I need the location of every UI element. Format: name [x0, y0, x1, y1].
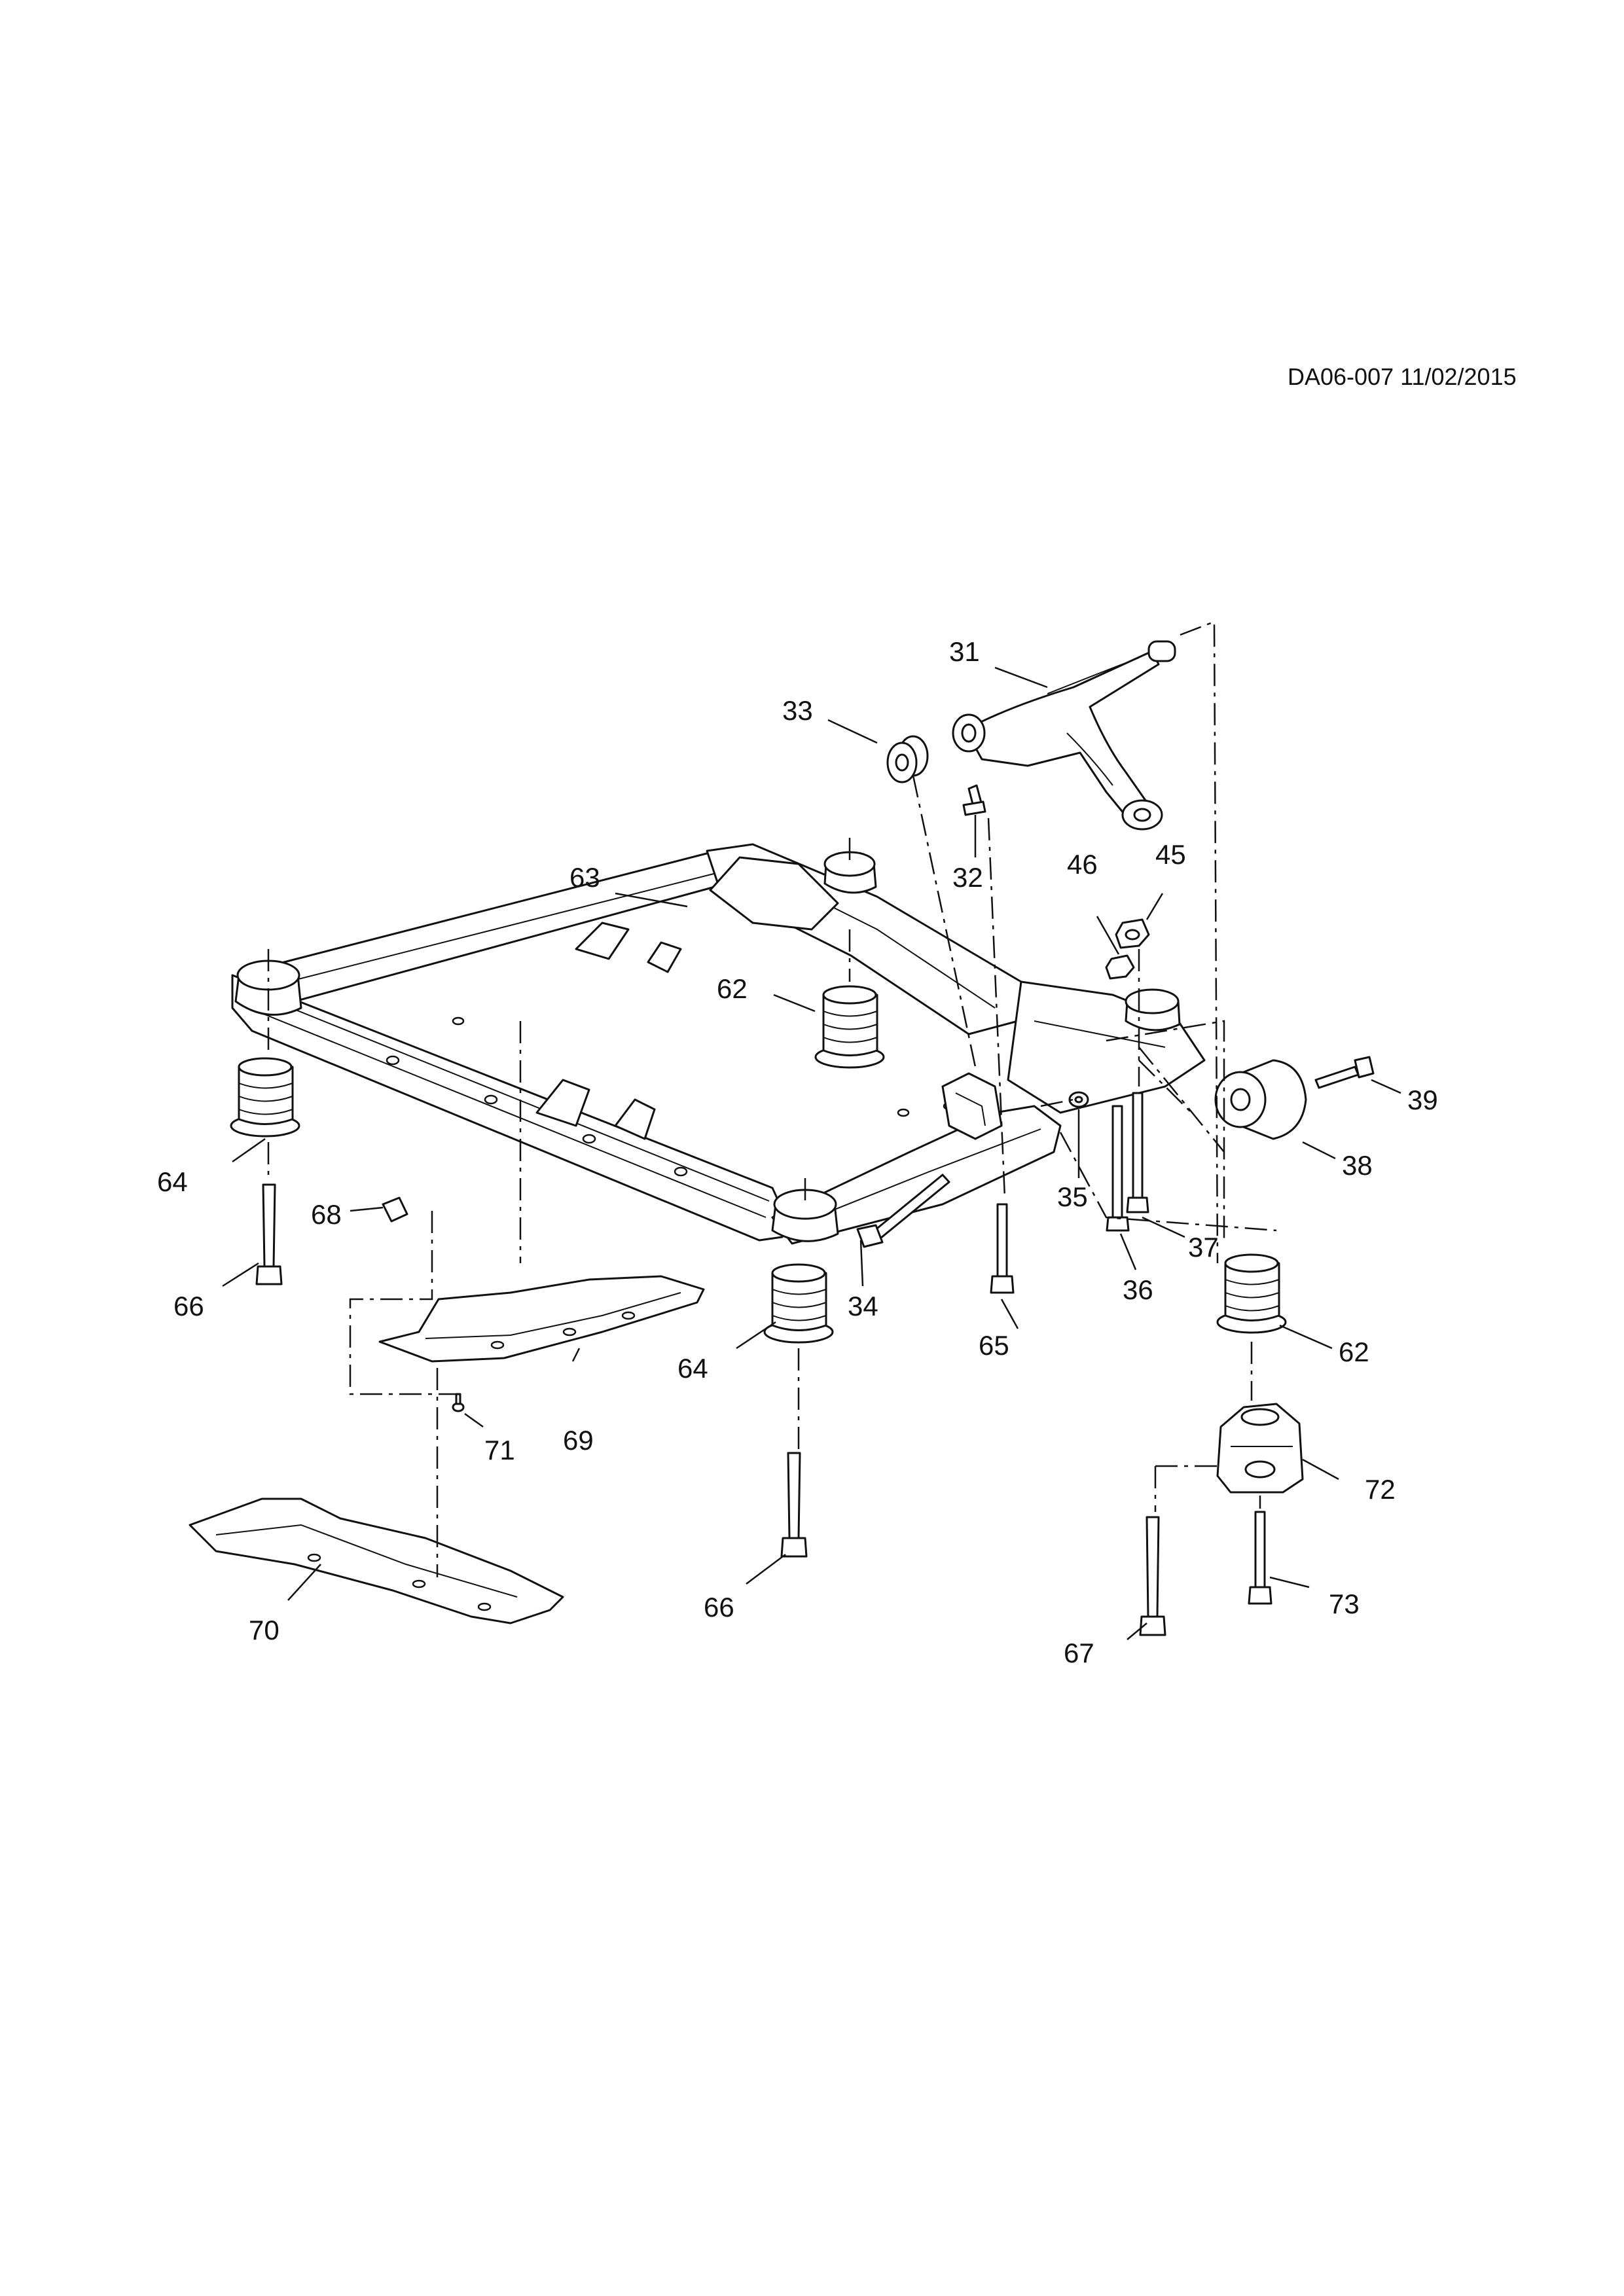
- callout-65: 65: [979, 1330, 1009, 1361]
- callout-66-center: 66: [704, 1592, 734, 1623]
- bushing-38: [1214, 1059, 1307, 1140]
- callout-38: 38: [1342, 1150, 1373, 1181]
- callout-35: 35: [1057, 1181, 1088, 1212]
- bolt-37: [1126, 1092, 1149, 1213]
- shield-70: [189, 1498, 564, 1624]
- callout-72: 72: [1365, 1474, 1396, 1505]
- callout-66-left: 66: [173, 1291, 204, 1321]
- shield-69: [378, 1275, 705, 1363]
- bolt-65: [990, 1203, 1015, 1294]
- mount-62-lower: [1216, 1253, 1287, 1334]
- callout-64-left: 64: [157, 1166, 188, 1197]
- bolt-66-left: [255, 1183, 283, 1285]
- alignment-lines: [267, 620, 1277, 1577]
- callout-37: 37: [1188, 1232, 1219, 1263]
- callout-70: 70: [249, 1615, 280, 1645]
- bolt-66-center: [780, 1452, 808, 1558]
- diagram-code-date: DA06-007 11/02/2015: [1288, 363, 1517, 390]
- callout-32: 32: [952, 862, 983, 893]
- callout-31: 31: [949, 636, 980, 667]
- callout-67: 67: [1064, 1638, 1094, 1668]
- callout-34: 34: [848, 1291, 878, 1321]
- callout-73: 73: [1329, 1588, 1360, 1619]
- callout-62-upper: 62: [717, 973, 748, 1004]
- mount-64-center: [763, 1263, 834, 1344]
- nut-45: [1115, 918, 1150, 949]
- bolt-67: [1139, 1516, 1166, 1636]
- nut-46: [1105, 954, 1135, 980]
- callout-45: 45: [1155, 839, 1186, 870]
- callout-33: 33: [782, 695, 813, 726]
- callout-64-center: 64: [677, 1353, 708, 1384]
- nut-35: [1068, 1091, 1089, 1108]
- clip-68: [382, 1196, 408, 1223]
- callout-36: 36: [1123, 1274, 1153, 1305]
- screw-71: [452, 1393, 465, 1412]
- mount-64-left: [230, 1057, 300, 1138]
- bushing-33: [886, 735, 929, 783]
- leader-lines: [222, 666, 1401, 1640]
- callout-71: 71: [484, 1435, 515, 1465]
- front-crossmember: [231, 843, 1206, 1245]
- callout-46: 46: [1067, 849, 1098, 880]
- bolt-36: [1106, 1105, 1130, 1232]
- mount-62-upper: [814, 985, 885, 1069]
- callout-69: 69: [563, 1425, 594, 1456]
- bolt-73: [1248, 1511, 1272, 1605]
- bolt-39: [1314, 1056, 1375, 1089]
- bolt-34: [856, 1174, 950, 1248]
- callout-63: 63: [569, 862, 600, 893]
- callout-62-lower: 62: [1339, 1336, 1369, 1367]
- lower-control-arm: [952, 640, 1176, 831]
- stud-32: [962, 784, 986, 816]
- callout-68: 68: [311, 1199, 342, 1230]
- callout-39: 39: [1407, 1085, 1438, 1115]
- bracket-72: [1216, 1403, 1304, 1494]
- callout-labels: 31 32 33 34 35 36 37 38 39 45 46 62 62 6…: [157, 636, 1438, 1668]
